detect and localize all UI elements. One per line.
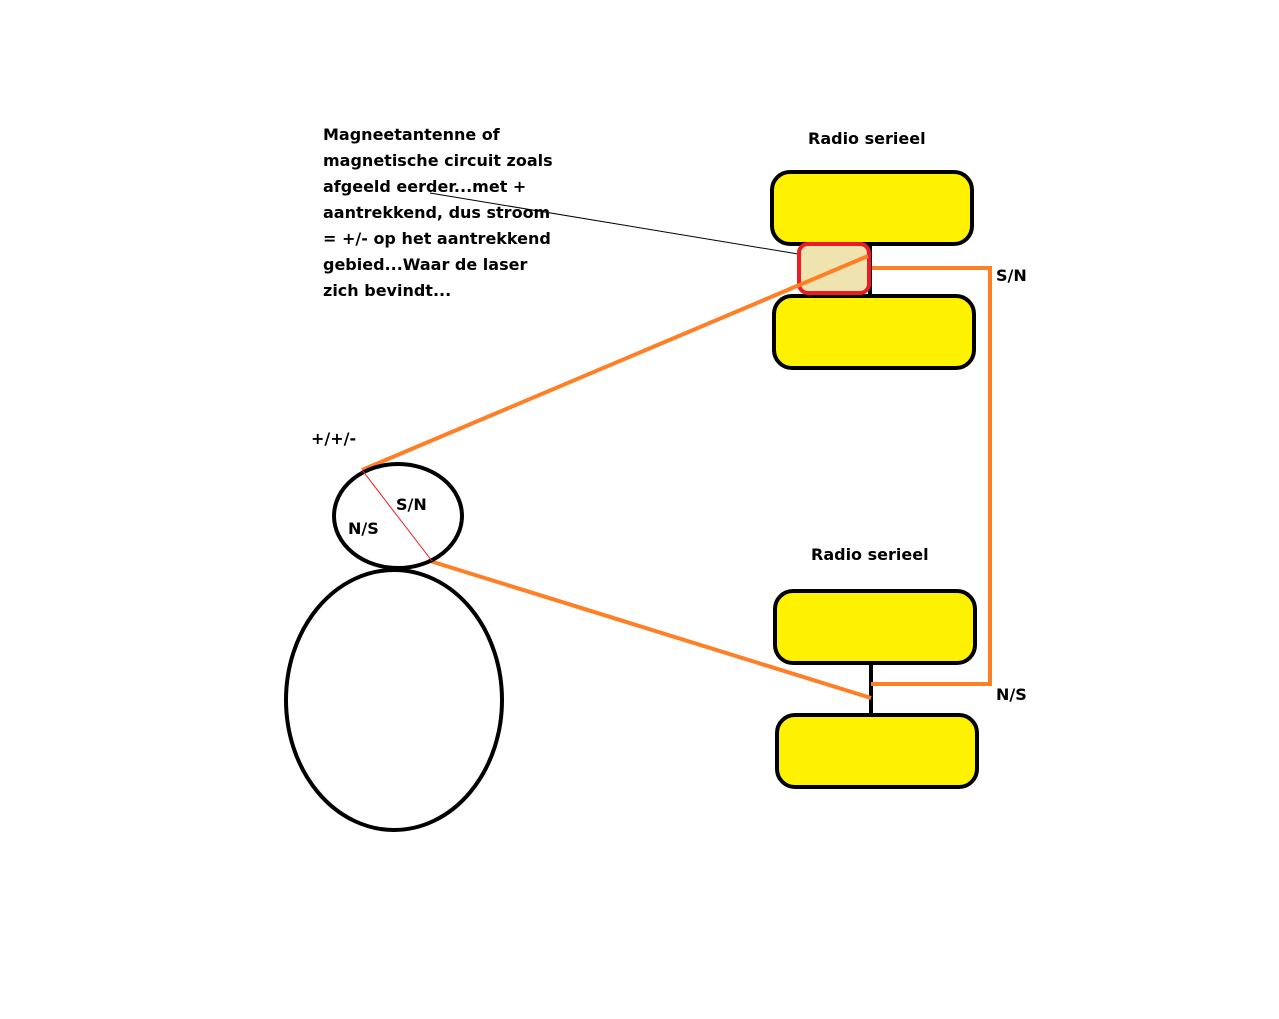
head-top-label: +/+/-	[311, 429, 356, 448]
note-line: magnetische circuit zoals	[323, 151, 553, 170]
series-wire	[871, 266, 992, 686]
bottom-radio-label: Radio serieel	[811, 545, 929, 564]
top-pole-label: S/N	[996, 266, 1027, 285]
note-line: aantrekkend, dus stroom	[323, 203, 550, 222]
note-line: afgeeld eerder...met +	[323, 177, 526, 196]
note-line: zich bevindt...	[323, 281, 451, 300]
bottom-radio-lower-block	[775, 713, 979, 789]
bottom-pole-label: N/S	[996, 685, 1027, 704]
body-circle	[284, 568, 504, 832]
head-right-pole: S/N	[396, 495, 427, 514]
note-line: Magneetantenne of	[323, 125, 501, 144]
head-circle	[332, 462, 464, 570]
top-radio-upper-block	[770, 170, 974, 246]
pointer-line	[429, 192, 811, 257]
bottom-radio-upper-block	[773, 589, 977, 665]
annotation-note: Magneetantenne of magnetische circuit zo…	[323, 125, 553, 300]
head-divider-line	[361, 469, 433, 562]
note-line: gebied...Waar de laser	[323, 255, 527, 274]
beam-line-top	[361, 254, 869, 472]
note-line: = +/- op het aantrekkend	[323, 229, 551, 248]
head-left-pole: N/S	[348, 519, 379, 538]
beam-line-bottom	[429, 559, 872, 700]
top-radio-label: Radio serieel	[808, 129, 926, 148]
top-radio-lower-block	[772, 294, 976, 370]
